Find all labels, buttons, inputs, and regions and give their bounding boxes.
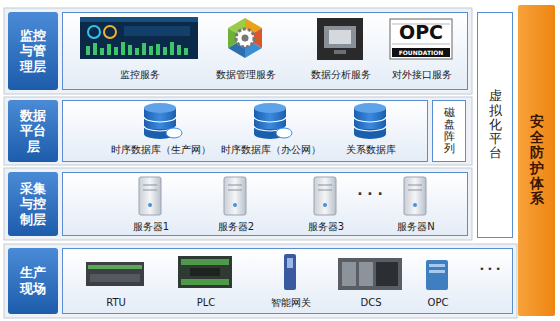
device-caption: OPC [428, 297, 449, 309]
security-label: 安全防护体系 [530, 114, 544, 206]
server-icon [314, 177, 336, 215]
server-icon [139, 177, 161, 215]
database-icon [144, 103, 182, 139]
data-analysis-icon [317, 18, 363, 60]
database-icon [354, 103, 386, 139]
server-caption: 服务器1 [133, 221, 169, 233]
database-caption: 关系数据库 [346, 144, 396, 156]
layer-label-box: 数据平台层 [8, 100, 58, 162]
database-icon [254, 103, 292, 139]
server-icon [404, 177, 426, 215]
ellipsis: · · · [357, 186, 383, 202]
server-caption: 服务器N [397, 221, 434, 233]
disk-array-box: 磁盘阵列 [432, 100, 466, 162]
layer-band: 时序数据库（生产网） 时序数据库（办公网） 关系数据库 [62, 100, 428, 162]
monitor-screenshot [80, 17, 198, 59]
dcs-device [338, 258, 402, 290]
device-caption: PLC [197, 297, 216, 309]
ellipsis: • • • [479, 263, 501, 275]
device-caption: DCS [360, 297, 381, 309]
service-caption: 数据分析服务 [311, 69, 371, 81]
plc-device [178, 256, 232, 288]
disk-array-label: 磁盘阵列 [444, 107, 455, 155]
opc-logo [390, 19, 452, 59]
virtualization-box: 虚拟化平台 [477, 12, 513, 238]
row-frame [4, 168, 472, 240]
virtualization-label: 虚拟化平台 [489, 89, 502, 160]
layer-label-box: 采集与控制层 [8, 172, 58, 236]
layer-band: 服务器1 服务器2 服务器3 服务器N [62, 172, 468, 236]
service-caption: 数据管理服务 [216, 69, 276, 81]
data-management-icon [228, 18, 262, 58]
database-caption: 时序数据库（生产网） [111, 144, 211, 156]
layer-label-box: 监控与管理层 [8, 12, 58, 90]
logo-subtext: FOUNDATION [399, 48, 444, 57]
database-caption: 时序数据库（办公网） [221, 144, 321, 156]
layer-label: 采集与控制层 [20, 181, 46, 228]
gateway-device [284, 254, 296, 290]
service-caption: 对外接口服务 [392, 69, 452, 81]
layer-label: 数据平台层 [20, 108, 46, 155]
server-caption: 服务器3 [308, 221, 344, 233]
layer-label: 监控与管理层 [20, 28, 46, 75]
device-caption: 智能网关 [271, 297, 311, 309]
row-frame [4, 244, 517, 318]
layer-band: RTU PLC 智能网关 DCS OPC [62, 248, 513, 314]
server-icon [224, 177, 246, 215]
rtu-device [86, 262, 144, 286]
server-caption: 服务器2 [218, 221, 254, 233]
service-caption: 监控服务 [120, 69, 160, 81]
security-band: 安全防护体系 [518, 5, 555, 316]
row-frame [4, 97, 472, 165]
layer-label: 生产现场 [20, 265, 46, 296]
device-caption: RTU [106, 297, 126, 309]
logo-text: OPC [399, 21, 443, 43]
layer-label-box: 生产现场 [8, 248, 58, 314]
row-frame [4, 8, 472, 94]
opc-server-device [426, 260, 448, 290]
